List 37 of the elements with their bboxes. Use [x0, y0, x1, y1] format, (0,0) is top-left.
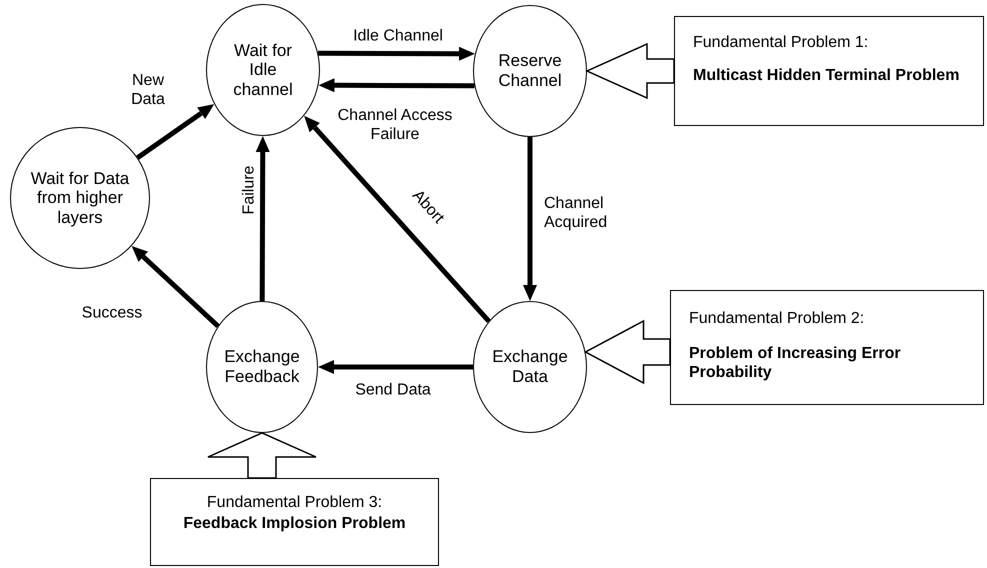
state-ellipse: [473, 5, 587, 137]
transition-arrow: [256, 136, 270, 301]
state-label: Exchange Feedback: [223, 347, 301, 387]
callout-pointer: [584, 320, 671, 384]
state-label: Wait for Idle channel: [232, 40, 294, 100]
state-ellipse: [10, 127, 150, 269]
transition-arrow: [318, 46, 475, 61]
transition-arrow: [318, 360, 473, 374]
edge-label: Channel Access Failure: [336, 106, 454, 144]
callout-text: Multicast Hidden Terminal Problem: [693, 66, 960, 86]
callout-box: [674, 16, 984, 126]
state-ellipse: [473, 301, 587, 433]
edge-label: Idle Channel: [352, 26, 444, 46]
callout-heading: Fundamental Problem 2:: [689, 309, 866, 328]
callout-text: Problem of Increasing Error Probability: [689, 344, 902, 383]
edge-label: New Data: [130, 70, 166, 110]
transition-arrow: [136, 104, 214, 160]
state-ellipse: [206, 4, 320, 136]
state-ellipse: [206, 301, 318, 433]
transition-arrow: [523, 137, 537, 301]
transition-arrow: [304, 116, 491, 323]
transition-arrow: [318, 78, 474, 92]
callout-text: Feedback Implosion Problem: [182, 514, 407, 534]
callout-heading: Fundamental Problem 3:: [206, 493, 384, 512]
state-label: Wait for Data from higher layers: [30, 168, 130, 228]
callout-box: [670, 290, 984, 405]
edge-label: Failure: [239, 164, 258, 216]
state-label: Exchange Data: [491, 347, 569, 387]
callout-box: [150, 478, 439, 566]
transition-arrow: [132, 246, 220, 328]
edge-label: Success: [80, 303, 144, 323]
state-label: Reserve Channel: [497, 51, 563, 91]
callout-pointer: [207, 432, 317, 479]
edge-label: Send Data: [354, 380, 432, 400]
callout-pointer: [585, 42, 675, 100]
callout-heading: Fundamental Problem 1:: [693, 33, 870, 52]
edge-label: Channel Acquired: [543, 194, 608, 232]
